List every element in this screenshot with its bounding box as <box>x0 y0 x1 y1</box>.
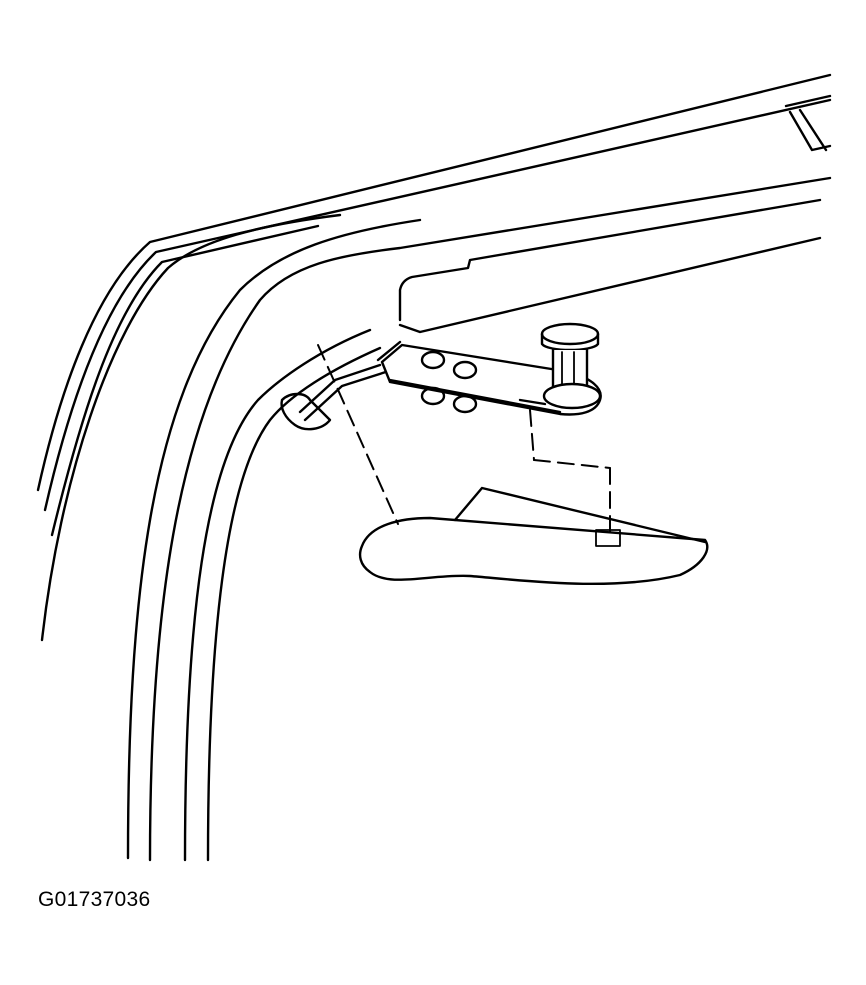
hinge-cover <box>358 486 709 586</box>
roof-trim-channel <box>784 94 832 152</box>
figure-id-label: G01737036 <box>38 888 151 911</box>
bolt-icon <box>452 360 478 380</box>
assembly-guide-lines <box>317 344 611 533</box>
bolt-icon <box>420 350 446 370</box>
hinge-pin <box>540 322 602 410</box>
bolt-icon <box>420 386 446 406</box>
liftgate-opening-edge <box>183 198 822 862</box>
hinge-pocket <box>280 340 402 431</box>
body-outer-edge <box>36 73 832 537</box>
body-inner-flange <box>40 176 832 862</box>
bolt-icon <box>452 394 478 414</box>
